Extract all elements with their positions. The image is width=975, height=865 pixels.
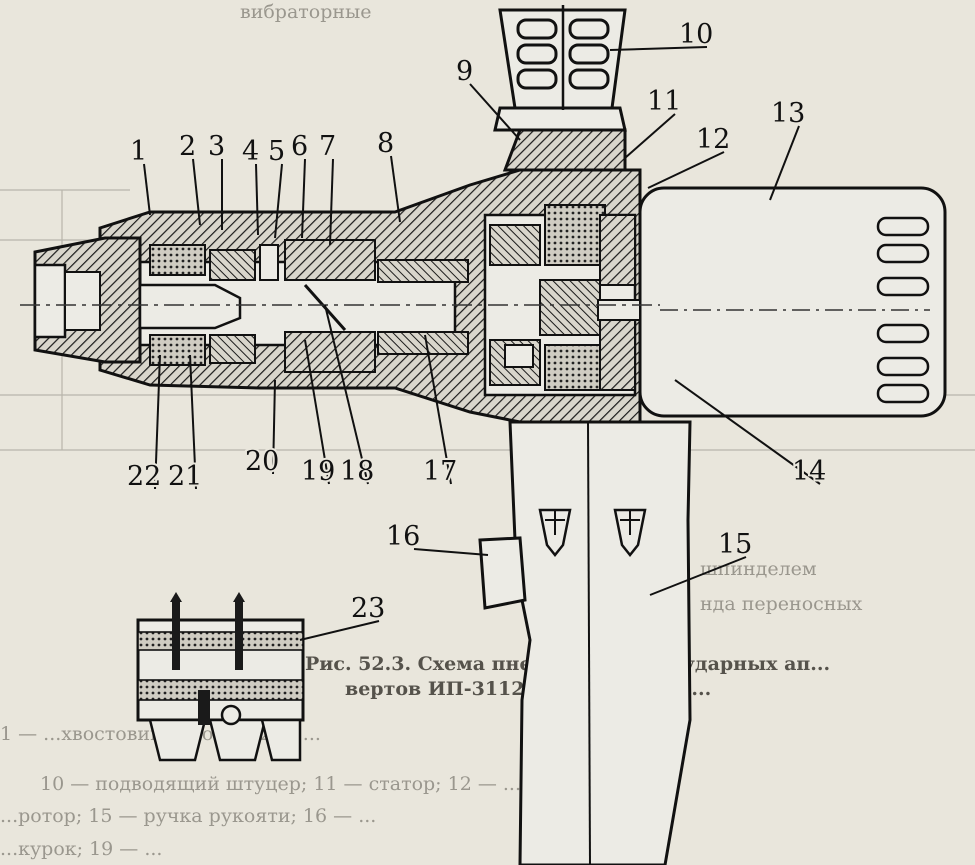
callout-20: 20 (245, 446, 279, 477)
callout-17: 17 (423, 456, 457, 487)
pistol-grip (478, 420, 692, 865)
leader-line-17 (424, 334, 452, 485)
callout-22: 22 (127, 461, 161, 492)
leader-line-10 (609, 46, 708, 51)
inlet-nut (493, 106, 627, 132)
leader-line-13 (769, 125, 800, 201)
bg-mid-line-2: нда переносных (700, 593, 863, 615)
callout-7: 7 (319, 131, 336, 162)
vent-slots (876, 216, 930, 404)
callout-10: 10 (679, 19, 713, 50)
leader-line-21 (189, 354, 197, 490)
leader-line-12 (647, 151, 725, 189)
bg-legend-4: ...курок; 19 — ... (0, 838, 162, 860)
leader-line-5 (274, 163, 283, 239)
detail-view-23 (136, 592, 305, 762)
leader-line-6 (301, 158, 306, 239)
tool-body (20, 5, 947, 424)
leader-line-9 (469, 83, 521, 141)
callout-4: 4 (242, 136, 259, 167)
leader-line-8 (390, 155, 401, 223)
callout-21: 21 (168, 461, 202, 492)
callout-8: 8 (377, 128, 394, 159)
leader-line-7 (329, 158, 334, 246)
hammer-mechanism (149, 239, 469, 373)
leader-line-1 (143, 163, 151, 216)
leader-line-4 (255, 163, 259, 236)
callout-5: 5 (268, 136, 285, 167)
leader-line-18 (324, 304, 369, 485)
leader-line-19 (304, 339, 330, 485)
callout-15: 15 (718, 529, 752, 560)
background-page-text: вибраторные шпинделем нда переносных Рис… (0, 1, 863, 860)
callout-19: 19 (301, 456, 335, 487)
callout-11: 11 (647, 86, 681, 117)
leader-line-23 (299, 620, 380, 641)
leader-line-11 (624, 113, 676, 159)
trigger (478, 536, 527, 610)
callout-12: 12 (696, 124, 730, 155)
callout-14: 14 (792, 456, 826, 487)
callout-6: 6 (291, 131, 308, 162)
leader-line-14 (674, 379, 821, 485)
fitting-ribs (516, 18, 610, 90)
bg-legend-3: ...ротор; 15 — ручка рукояти; 16 — ... (0, 805, 376, 827)
callout-18: 18 (340, 456, 374, 487)
leader-line-2 (192, 158, 201, 226)
callout-13: 13 (771, 98, 805, 129)
bg-legend-2: 10 — подводящий штуцер; 11 — статор; 12 … (40, 773, 521, 795)
callout-2: 2 (179, 131, 196, 162)
leader-line-16 (413, 548, 489, 556)
bg-top-heading: вибраторные (240, 1, 371, 23)
spindle (138, 283, 242, 330)
callout-23: 23 (351, 593, 385, 624)
callout-3: 3 (208, 131, 225, 162)
callout-1: 1 (130, 136, 147, 167)
leader-line-22 (154, 354, 161, 490)
callout-16: 16 (386, 521, 420, 552)
leader-line-20 (272, 379, 276, 475)
leader-line-15 (649, 556, 747, 596)
callout-9: 9 (456, 56, 473, 87)
